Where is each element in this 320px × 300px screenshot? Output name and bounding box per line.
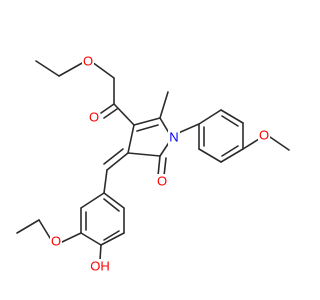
bond: [103, 230, 120, 241]
bond: [127, 152, 161, 157]
bond: [103, 192, 125, 209]
bond: [99, 244, 102, 261]
bond: [103, 108, 118, 119]
bond: [35, 60, 60, 77]
structure-diagram: O O N O O O OH: [16, 53, 290, 274]
bond: [221, 145, 239, 157]
bond: [242, 138, 260, 150]
bond: [103, 169, 108, 194]
bond: [163, 157, 167, 177]
atom-methoxy-o: O: [258, 127, 270, 143]
bond: [133, 117, 161, 126]
bond: [221, 115, 239, 127]
bond: [127, 124, 135, 154]
bond: [103, 148, 124, 165]
bond: [113, 103, 135, 126]
atom-label: O: [259, 127, 269, 142]
bond: [91, 61, 115, 79]
atom-label: O: [157, 173, 167, 188]
bond: [198, 109, 222, 125]
bond: [103, 198, 120, 212]
bond: [80, 192, 105, 209]
molecule-canvas: O O N O O O OH: [16, 53, 290, 274]
bond: [16, 219, 40, 234]
bond: [157, 155, 161, 177]
atom-ring-n: N: [168, 129, 180, 145]
bond: [198, 148, 222, 163]
bond: [269, 136, 290, 151]
bond: [220, 148, 244, 163]
bond: [220, 109, 244, 124]
bond: [38, 219, 51, 239]
bond: [136, 124, 159, 132]
atom-label: N: [169, 129, 178, 144]
bond: [61, 232, 82, 243]
bond: [100, 103, 115, 114]
atom-label: O: [51, 233, 61, 248]
bond: [159, 91, 169, 119]
atom-label: OH: [90, 258, 110, 273]
bond: [100, 232, 125, 246]
bond: [106, 152, 129, 171]
atom-label: O: [89, 109, 99, 124]
atom-label: O: [83, 53, 93, 68]
atom-ester-carbonyl-o: O: [88, 109, 100, 125]
bond: [58, 61, 85, 77]
atom-ethoxy-o: O: [50, 233, 62, 249]
bond: [80, 232, 102, 246]
atom-hydroxy-o: OH: [88, 258, 112, 274]
atom-ester-o: O: [82, 53, 94, 69]
atom-lactam-o: O: [156, 173, 168, 189]
